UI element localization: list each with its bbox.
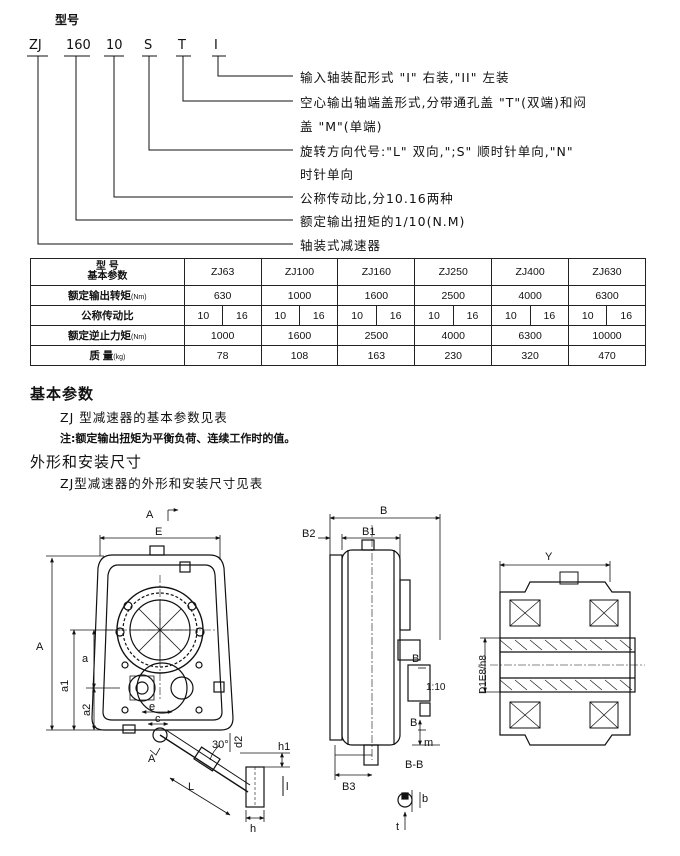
section-view-dimensions — [480, 561, 611, 693]
row-label: 公称传动比 — [30, 305, 185, 326]
svg-text:B1: B1 — [362, 526, 375, 538]
front-view-labels: A E A a a1 a2 e c d2 30° A L h1 h l — [36, 509, 290, 835]
svg-text:B2: B2 — [302, 528, 315, 540]
params-table: 型 号 基本参数 ZJ63 ZJ100 ZJ160 ZJ250 ZJ400 ZJ… — [30, 258, 646, 366]
svg-text:B: B — [380, 505, 387, 517]
model-part-torque: 160 — [66, 38, 91, 53]
table-cell: 320 — [491, 345, 570, 366]
svg-text:m: m — [424, 737, 433, 749]
front-view-dimensions — [46, 508, 290, 822]
model-code-title: 型号 — [55, 13, 80, 27]
section-basic-note: 注:额定输出扭矩为平衡负荷、连续工作时的值。 — [60, 432, 296, 445]
model-header: ZJ250 — [414, 258, 493, 286]
svg-text:1:10: 1:10 — [426, 682, 446, 693]
table-row: 质 量(kg) 78 108 163 230 320 470 — [30, 345, 646, 366]
model-part-series: ZJ — [29, 38, 42, 53]
model-part-cover: T — [178, 38, 186, 53]
svg-text:t: t — [396, 821, 399, 833]
model-part-input: I — [214, 38, 218, 53]
legend-input-shaft: 输入轴装配形式 "I" 右装,"II" 左装 — [300, 70, 510, 85]
table-cell: 163 — [337, 345, 416, 366]
svg-text:c: c — [155, 713, 161, 725]
svg-text:D1E8/h8: D1E8/h8 — [478, 655, 489, 694]
table-row: 额定逆止力矩(Nm) 1000 1600 2500 4000 6300 1000… — [30, 325, 646, 346]
svg-text:A: A — [148, 753, 156, 765]
corner-bottom: 基本参数 — [87, 271, 128, 282]
svg-text:h: h — [250, 823, 256, 835]
legend-rotation-cont: 时针单向 — [300, 167, 355, 182]
svg-text:h1: h1 — [278, 741, 290, 753]
svg-text:e: e — [149, 701, 155, 713]
table-cell: 16 — [606, 305, 646, 326]
svg-text:B: B — [410, 717, 417, 729]
section-basic-heading: 基本参数 — [30, 385, 95, 403]
legend-cover-type-cont: 盖 "M"(单端) — [300, 119, 383, 134]
svg-text:B3: B3 — [342, 781, 355, 793]
svg-text:A: A — [36, 641, 44, 653]
section-dims-heading: 外形和安装尺寸 — [30, 453, 143, 471]
svg-text:l: l — [286, 781, 288, 793]
model-part-rotation: S — [144, 38, 153, 53]
model-header: ZJ400 — [491, 258, 570, 286]
table-cell: 10000 — [568, 325, 646, 346]
corner-top: 型 号 — [95, 261, 119, 272]
svg-text:a2: a2 — [81, 704, 93, 716]
section-view-labels: Y D1E8/h8 — [478, 551, 553, 694]
legend-reducer: 轴装式减速器 — [300, 238, 382, 253]
svg-text:L: L — [188, 781, 194, 793]
svg-text:a1: a1 — [59, 680, 71, 692]
svg-text:a: a — [82, 653, 89, 665]
table-cell: 230 — [414, 345, 493, 366]
model-part-ratio: 10 — [106, 38, 123, 53]
legend-cover-type: 空心输出轴端盖形式,分带通孔盖 "T"(双端)和闷 — [300, 95, 587, 110]
svg-text:B-B: B-B — [405, 759, 423, 771]
svg-text:A: A — [146, 509, 154, 521]
svg-text:d2: d2 — [233, 736, 245, 748]
table-cell: 630 — [183, 285, 262, 306]
legend-ratio: 公称传动比,分10.16两种 — [300, 191, 454, 206]
legend-torque: 额定输出扭矩的1/10(N.M) — [300, 214, 466, 229]
svg-text:b: b — [422, 793, 428, 805]
table-cell: 4000 — [414, 325, 493, 346]
table-corner: 型 号 基本参数 — [30, 258, 185, 286]
legend-rotation: 旋转方向代号:"L" 双向,";S" 顺时针单向,"N" — [300, 144, 574, 159]
section-basic-text: ZJ 型减速器的基本参数见表 — [60, 410, 228, 425]
front-view — [91, 545, 265, 808]
section-view — [490, 571, 645, 746]
model-header: ZJ630 — [568, 258, 646, 286]
table-cell: 470 — [568, 345, 646, 366]
svg-text:B: B — [412, 653, 419, 665]
svg-text:Y: Y — [545, 551, 553, 563]
svg-text:30°: 30° — [212, 739, 229, 751]
section-dims-text: ZJ型减速器的外形和安装尺寸见表 — [60, 476, 264, 491]
svg-text:E: E — [155, 526, 162, 538]
table-cell: 108 — [260, 345, 339, 366]
row-label: 质 量(kg) — [30, 345, 185, 366]
side-view-labels: B B2 B1 B 1:10 B m B-B B3 t b — [302, 505, 446, 833]
side-view-dimensions — [318, 514, 441, 830]
